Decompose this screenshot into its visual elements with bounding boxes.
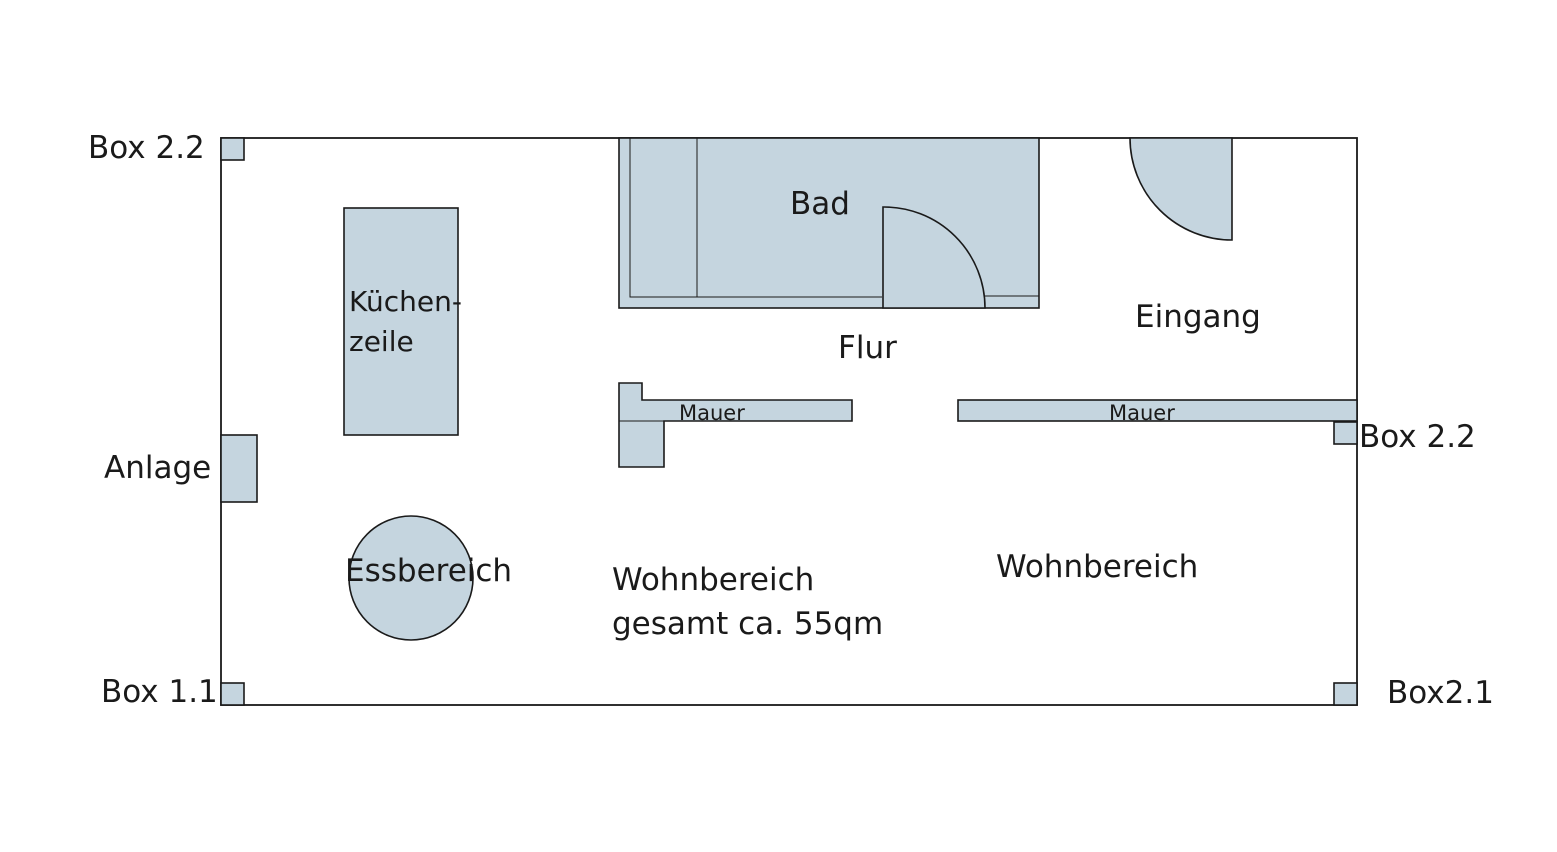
label-wohnbereich-right: Wohnbereich [996,549,1198,585]
label-essbereich: Essbereich [345,553,512,589]
label-mauer-left: Mauer [679,401,745,425]
label-box-top-left: Box 2.2 [88,130,205,166]
entrance-door-swing [1129,137,1233,241]
label-wohnbereich-left-line2: gesamt ca. 55qm [612,606,883,642]
label-box-right-middle: Box 2.2 [1359,419,1476,455]
corner-box-bottom-left [220,682,245,706]
dining-table [348,515,474,641]
label-box-bottom-left: Box 1.1 [101,674,218,710]
label-flur: Flur [838,330,897,366]
label-wohnbereich-left-line1: Wohnbereich [612,562,814,598]
anlage-box [220,434,258,503]
label-anlage: Anlage [104,450,211,486]
label-kitchen-line1: Küchen- [349,285,462,318]
label-box-bottom-right: Box2.1 [1387,675,1494,711]
corner-box-bottom-right [1333,682,1358,706]
label-eingang: Eingang [1135,299,1261,335]
bathroom-door-swing [882,206,986,309]
corner-box-top-left [220,137,245,161]
wall-right [957,399,1358,422]
label-kitchen-line2: zeile [349,325,414,358]
label-mauer-right: Mauer [1109,401,1175,425]
kitchen-block [343,207,459,436]
corner-box-right-middle [1333,421,1358,445]
wall-left [618,382,853,468]
bathtub-outline [629,138,882,298]
label-bad: Bad [790,186,850,222]
